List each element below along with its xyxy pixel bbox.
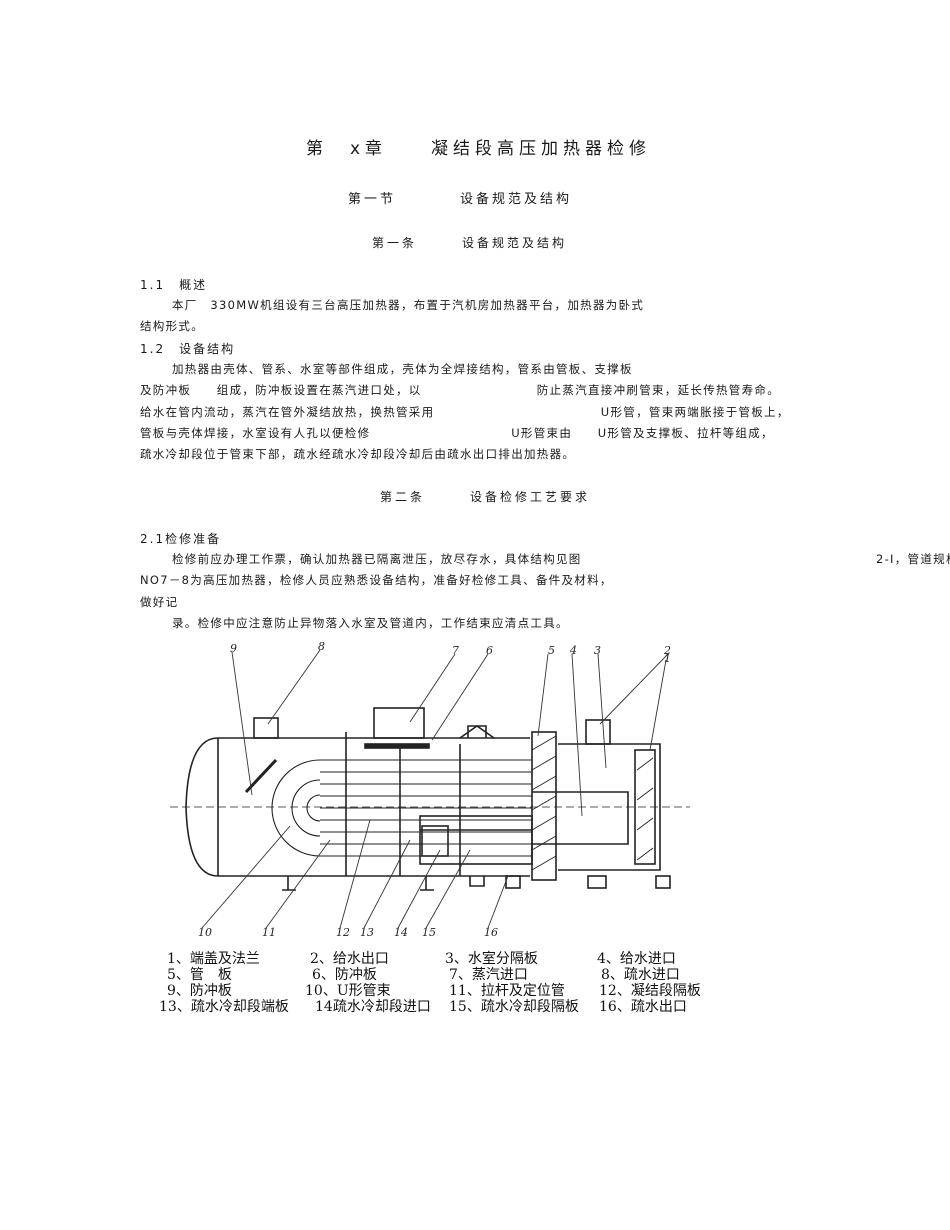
paragraph-line: 疏水冷却段位于管束下部，疏水经疏水冷却段冷却后由疏水出口排出加热器。: [140, 447, 576, 461]
legend-item: 15、疏水冷却段隔板: [449, 999, 579, 1015]
chapter-title: 第 x章 凝结段高压加热器检修: [306, 139, 652, 159]
legend-item: 8、疏水进口: [601, 967, 680, 983]
paragraph-line: 检修前应办理工作票，确认加热器已隔离泄压，放尽存水，具体结构见图 2-I，管道规…: [172, 552, 950, 566]
callout-label: 10: [198, 926, 212, 939]
paragraph-line: 管板与壳体焊接，水室设有人孔以便检修 U形管束由 U形管及支撑板、拉杆等组成，: [140, 426, 774, 440]
legend-item: 1、端盖及法兰: [167, 951, 260, 967]
legend-item: 4、给水进口: [597, 951, 676, 967]
heater-cross-section-diagram: 9 8 7 6 5 4 3 2 1 10 11 12 13 14 15 16: [170, 640, 690, 939]
callout-label: 13: [360, 926, 374, 939]
paragraph-line: 给水在管内流动，蒸汽在管外凝结放热，换热管采用 U形管，管束两端胀接于管板上，: [140, 405, 790, 419]
feedwater-inlet-nozzle: [585, 719, 611, 745]
callout-label: 11: [262, 926, 276, 939]
callout-label: 8: [318, 640, 325, 653]
callout-label: 7: [452, 644, 459, 657]
section-1-2-title: 1.2 设备结构: [140, 342, 236, 356]
callout-label: 2: [663, 644, 671, 657]
steam-inlet-nozzle: [373, 707, 425, 739]
callout-label: 5: [548, 644, 555, 657]
u-tube-bundle: [271, 759, 532, 857]
callout-label: 6: [486, 644, 493, 657]
callout-leaders: [201, 649, 669, 929]
callout-label: 16: [484, 926, 498, 939]
paragraph-line: 结构形式。: [140, 319, 204, 333]
legend-item: 5、管 板: [167, 967, 232, 983]
callout-label: 12: [336, 926, 350, 939]
feedwater-outlet-nozzle: [253, 717, 279, 739]
callout-label: 1: [664, 652, 671, 665]
legend-item: 7、蒸汽进口: [449, 967, 528, 983]
legend-item: 13、疏水冷却段端板: [159, 999, 289, 1015]
paragraph-line: 及防冲板 组成，防冲板设置在蒸汽进口处，以 防止蒸汽直接冲刷管束，延长传热管寿命…: [140, 383, 780, 397]
callout-label: 3: [594, 644, 601, 657]
paragraph-line: 本厂 330MW机组设有三台高压加热器，布置于汽机房加热器平台，加热器为卧式: [172, 298, 645, 312]
legend-item: 2、给水出口: [310, 951, 389, 967]
drain-cooler-section: [419, 815, 533, 865]
paragraph-line: 做好记: [140, 595, 179, 609]
paragraph-line: NO7－8为高压加热器，检修人员应熟悉设备结构，准备好检修工具、备件及材料，: [140, 573, 613, 587]
legend-item: 6、防冲板: [312, 967, 377, 983]
paragraph-line: 加热器由壳体、管系、水室等部件组成，壳体为全焊接结构，管系由管板、支撑板: [172, 362, 633, 376]
legend-item: 3、水室分隔板: [445, 951, 538, 967]
callout-label: 9: [230, 642, 237, 655]
section-2-1-title: 2.1检修准备: [140, 532, 222, 546]
callout-label: 4: [569, 644, 577, 657]
callout-label: 15: [422, 926, 436, 939]
legend-item: 12、凝结段隔板: [599, 983, 701, 999]
legend-item: 16、疏水出口: [599, 999, 687, 1015]
section-1-1-title: 1.1 概述: [140, 278, 208, 292]
callout-label: 14: [394, 926, 408, 939]
subsection-title: 第一条 设备规范及结构: [372, 236, 568, 250]
paragraph-line: 录。检修中应注意防止异物落入水室及管道内，工作结束应清点工具。: [172, 616, 569, 630]
article-2-heading: 第二条 设备检修工艺要求: [380, 490, 591, 504]
legend-item: 11、拉杆及定位管: [449, 983, 565, 999]
impingement-plate: [364, 743, 430, 749]
legend-item: 14疏水冷却段进口: [315, 999, 431, 1015]
tube-sheet: [531, 731, 557, 881]
legend-item: 9、防冲板: [167, 983, 232, 999]
legend-item: 10、U形管束: [305, 983, 391, 999]
section-title: 第一节 设备规范及结构: [348, 192, 573, 207]
